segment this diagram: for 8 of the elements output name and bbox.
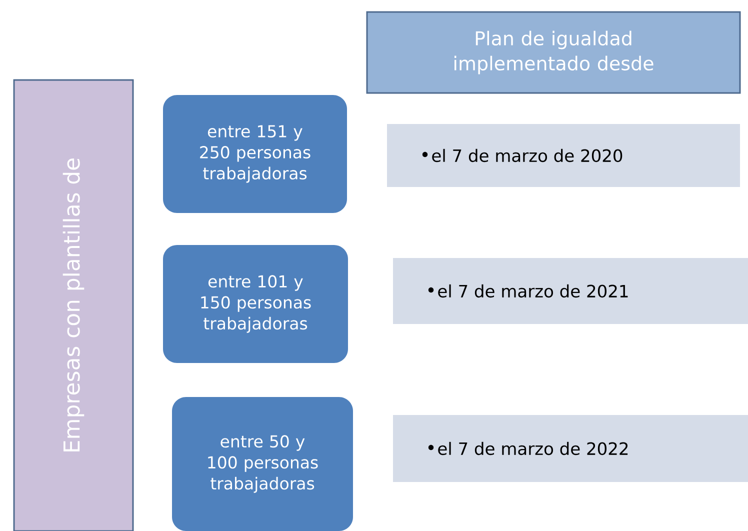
header-box: Plan de igualdad implementado desde [366,11,741,94]
rounded-box: entre 151 y 250 personas trabajadoras [163,95,347,213]
rounded-box: entre 101 y 150 personas trabajadoras [163,245,348,363]
date-box: el 7 de marzo de 2021 [393,258,748,324]
side-band: Empresas con plantillas de [13,79,134,531]
rounded-box: entre 50 y 100 personas trabajadoras [172,397,353,531]
date-box: el 7 de marzo de 2022 [393,415,748,482]
date-box: el 7 de marzo de 2020 [387,124,740,187]
